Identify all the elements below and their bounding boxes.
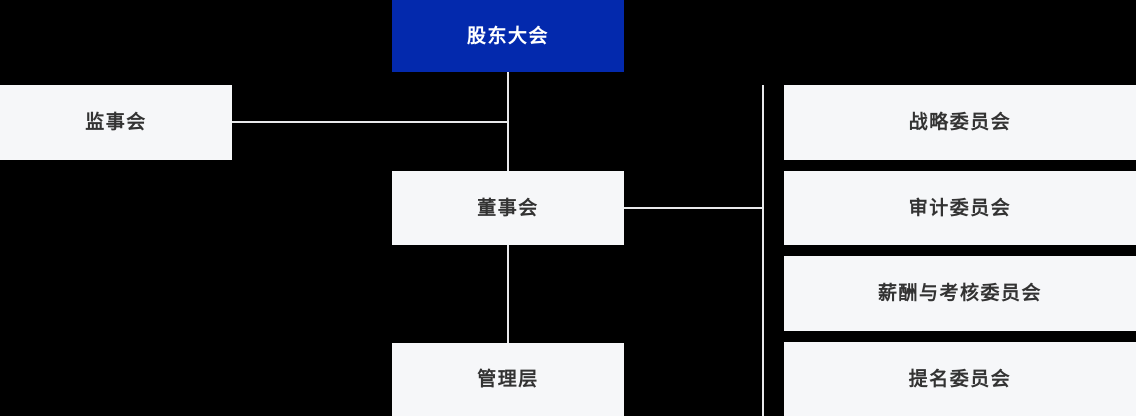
node-board-of-supervisors-label: 监事会 [85, 112, 147, 133]
node-committee-strategy-label: 战略委员会 [908, 112, 1012, 133]
connector-board-to-management [507, 245, 509, 343]
node-shareholders-meeting-label: 股东大会 [466, 25, 549, 47]
node-board-of-directors[interactable]: 董事会 [392, 171, 624, 245]
connector-supervisors-to-trunk [232, 121, 509, 123]
node-management[interactable]: 管理层 [392, 343, 624, 416]
node-committee-remuneration[interactable]: 薪酬与考核委员会 [784, 256, 1136, 331]
node-shareholders-meeting[interactable]: 股东大会 [392, 0, 624, 72]
node-board-of-directors-label: 董事会 [477, 197, 539, 219]
node-committee-nomination-label: 提名委员会 [908, 368, 1012, 390]
node-committee-audit[interactable]: 审计委员会 [784, 171, 1136, 245]
connector-board-to-committees-trunk [624, 207, 764, 209]
node-committee-remuneration-label: 薪酬与考核委员会 [877, 283, 1042, 304]
node-board-of-supervisors[interactable]: 监事会 [0, 85, 232, 160]
connector-committees-trunk [762, 85, 764, 416]
node-management-label: 管理层 [477, 369, 539, 390]
node-committee-strategy[interactable]: 战略委员会 [784, 85, 1136, 160]
node-committee-audit-label: 审计委员会 [908, 197, 1012, 219]
node-committee-nomination[interactable]: 提名委员会 [784, 342, 1136, 416]
